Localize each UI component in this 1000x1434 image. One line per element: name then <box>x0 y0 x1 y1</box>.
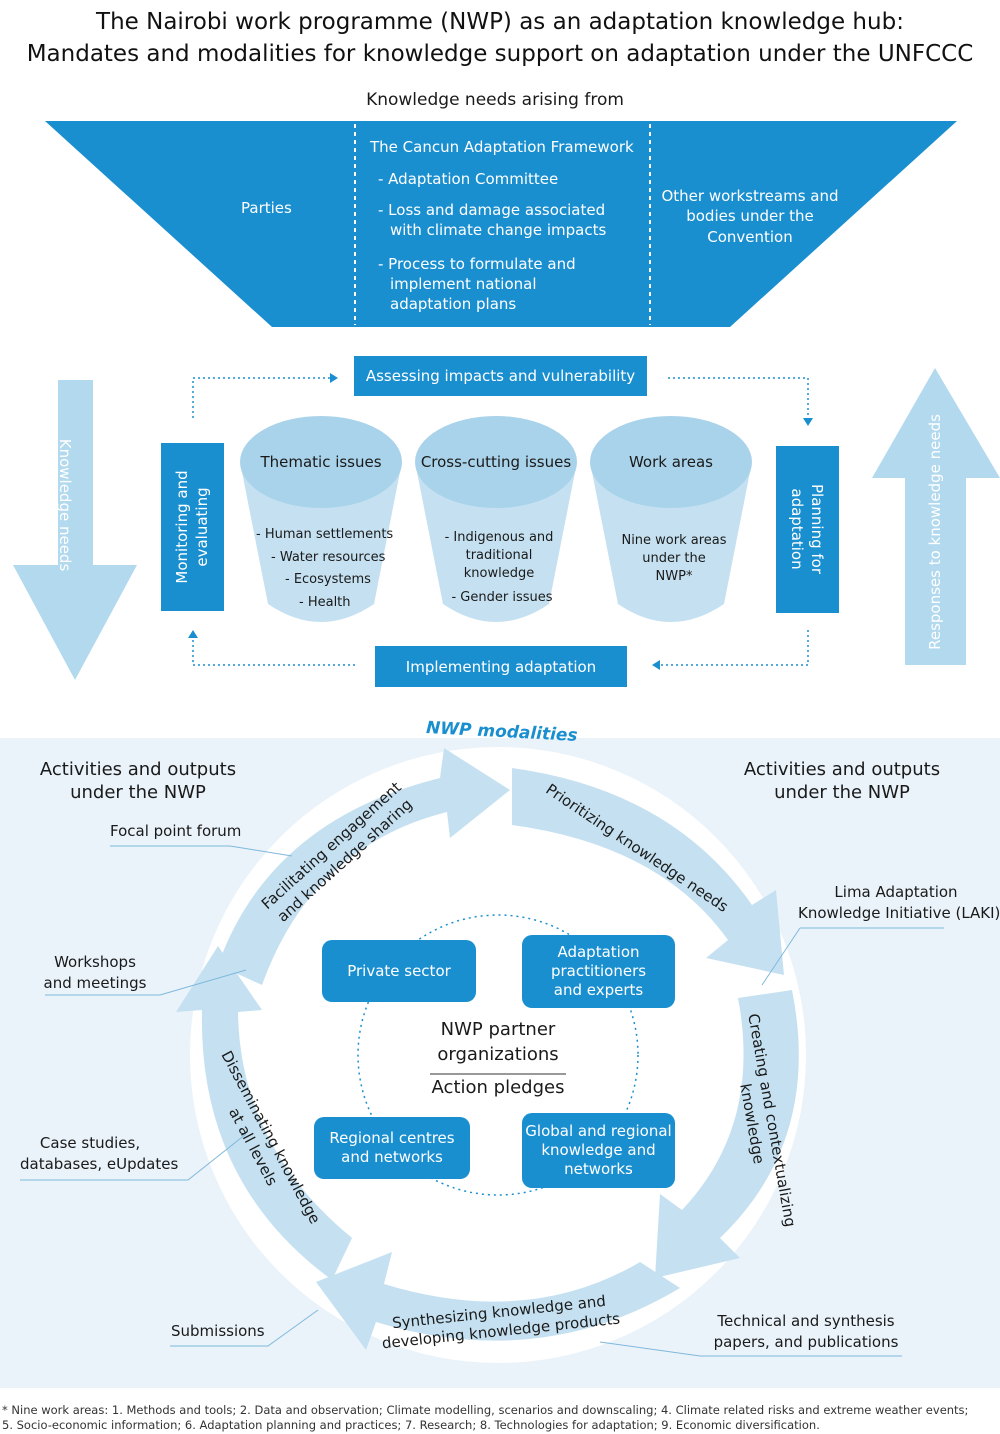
cup-thematic-item: - Health <box>299 595 351 610</box>
partner-line: Adaptation <box>557 943 640 961</box>
partner-line: and networks <box>341 1148 443 1166</box>
monitoring-label: Monitoring and evaluating <box>172 470 212 583</box>
output-case-studies: Case studies, databases, eUpdates <box>20 1133 179 1175</box>
cup-crosscutting-title: Cross-cutting issues <box>420 453 572 471</box>
partner-line: and experts <box>553 981 644 999</box>
output-line: Case studies, <box>39 1134 141 1152</box>
partner-global-regional: Global and regional knowledge and networ… <box>522 1113 675 1188</box>
cup-work-areas <box>590 416 752 622</box>
funnel-cancun-item: adaptation plans <box>390 295 517 313</box>
responses-arrow <box>872 368 1000 665</box>
partner-center-line: organizations <box>437 1044 559 1065</box>
monitoring-box <box>161 443 224 611</box>
partner-regional-centres: Regional centres and networks <box>314 1117 470 1179</box>
output-workshops: Workshops and meetings <box>40 952 150 994</box>
cup-crosscutting-item: - Indigenous and <box>444 530 554 545</box>
cup-thematic-item: - Human settlements <box>256 527 394 542</box>
cycle-connector-bottom-left <box>192 638 355 666</box>
activities-line: Activities and outputs <box>39 759 237 780</box>
knowledge-needs-heading: Knowledge needs arising from <box>366 90 624 110</box>
cup-work-areas-title: Work areas <box>628 453 714 471</box>
cup-thematic <box>240 416 402 622</box>
title-line-1: The Nairobi work programme (NWP) as an a… <box>96 9 904 35</box>
planning-box <box>776 446 839 613</box>
partner-line: Global and regional <box>525 1122 672 1140</box>
cup-work-areas-item: Nine work areas <box>621 533 727 548</box>
output-line: and meetings <box>43 974 147 992</box>
partner-private-sector: Private sector <box>322 940 476 1002</box>
cycle-connector-top-left <box>192 377 330 418</box>
activities-line: under the NWP <box>774 782 910 803</box>
output-technical: Technical and synthesis papers, and publ… <box>700 1311 912 1353</box>
output-line: Workshops <box>54 953 136 971</box>
partner-center-subtitle: Action pledges <box>431 1077 565 1098</box>
cycle-connector-top-right <box>668 377 809 418</box>
output-submissions: Submissions <box>171 1322 265 1340</box>
funnel-other: Other workstreams and <box>661 187 839 205</box>
assessing-box: Assessing impacts and vulnerability <box>354 356 647 396</box>
cycle-connector-bottom-right <box>660 630 809 666</box>
cup-crosscutting-item: knowledge <box>463 566 535 581</box>
output-line: Technical and synthesis <box>717 1312 895 1330</box>
planning-line: Planning for <box>808 483 826 575</box>
funnel-parties: Parties <box>241 199 292 217</box>
funnel-other: bodies under the <box>686 207 814 225</box>
responses-label: Responses to knowledge needs <box>926 414 944 650</box>
cup-crosscutting-item: traditional <box>465 548 533 563</box>
output-laki: Lima Adaptation Knowledge Initiative (LA… <box>798 882 1000 924</box>
partner-line: Regional centres <box>329 1129 455 1147</box>
knowledge-funnel <box>45 121 957 327</box>
implementing-box: Implementing adaptation <box>375 646 627 687</box>
output-line: papers, and publications <box>713 1333 899 1351</box>
monitoring-line: evaluating <box>193 487 211 567</box>
planning-line: adaptation <box>788 488 806 570</box>
cup-thematic-item: - Ecosystems <box>285 572 371 587</box>
funnel-cancun-item: - Loss and damage associated <box>378 201 606 219</box>
activities-line: Activities and outputs <box>743 759 941 780</box>
activities-left-heading: Activities and outputs under the NWP <box>38 758 238 804</box>
funnel-other: Convention <box>707 228 793 246</box>
partner-center-line: NWP partner <box>440 1019 556 1040</box>
activities-right-heading: Activities and outputs under the NWP <box>742 758 942 804</box>
partner-line: networks <box>564 1160 633 1178</box>
output-line: Knowledge Initiative (LAKI) <box>798 904 1000 922</box>
planning-label: Planning for adaptation <box>787 484 827 574</box>
funnel-cancun-item: - Adaptation Committee <box>378 170 559 188</box>
output-leader-lines <box>20 845 944 1357</box>
partner-line: knowledge and <box>541 1141 656 1159</box>
partner-practitioners: Adaptation practitioners and experts <box>522 935 675 1008</box>
knowledge-needs-arrow <box>13 380 137 680</box>
partner-circle <box>357 914 639 1196</box>
funnel-cancun-item: implement national <box>390 275 537 293</box>
activities-line: under the NWP <box>70 782 206 803</box>
output-focal-point: Focal point forum <box>110 822 242 840</box>
partner-center-title: NWP partner organizations <box>398 1017 598 1067</box>
monitoring-line: Monitoring and <box>173 470 191 584</box>
footnote-line-1: * Nine work areas: 1. Methods and tools;… <box>2 1403 969 1417</box>
modality-arrows <box>176 748 799 1350</box>
funnel-cancun-item: - Process to formulate and <box>378 255 576 273</box>
funnel-cancun-title: The Cancun Adaptation Framework <box>370 138 634 156</box>
cup-crosscutting-item: - Gender issues <box>451 590 553 605</box>
cup-thematic-title: Thematic issues <box>260 453 382 471</box>
cup-thematic-item: - Water resources <box>271 550 386 565</box>
cup-work-areas-item: under the <box>642 551 706 566</box>
modalities-circle <box>190 747 806 1363</box>
title-line-2: Mandates and modalities for knowledge su… <box>26 41 974 67</box>
output-line: databases, eUpdates <box>20 1155 179 1173</box>
output-line: Lima Adaptation <box>834 883 958 901</box>
footnote-line-2: 5. Socio-economic information; 6. Adapta… <box>2 1418 820 1432</box>
cup-crosscutting <box>415 416 577 622</box>
partner-line: practitioners <box>550 962 647 980</box>
knowledge-needs-label: Knowledge needs <box>56 438 74 572</box>
cup-work-areas-item: NWP* <box>655 569 693 584</box>
funnel-cancun-item: with climate change impacts <box>390 221 607 239</box>
